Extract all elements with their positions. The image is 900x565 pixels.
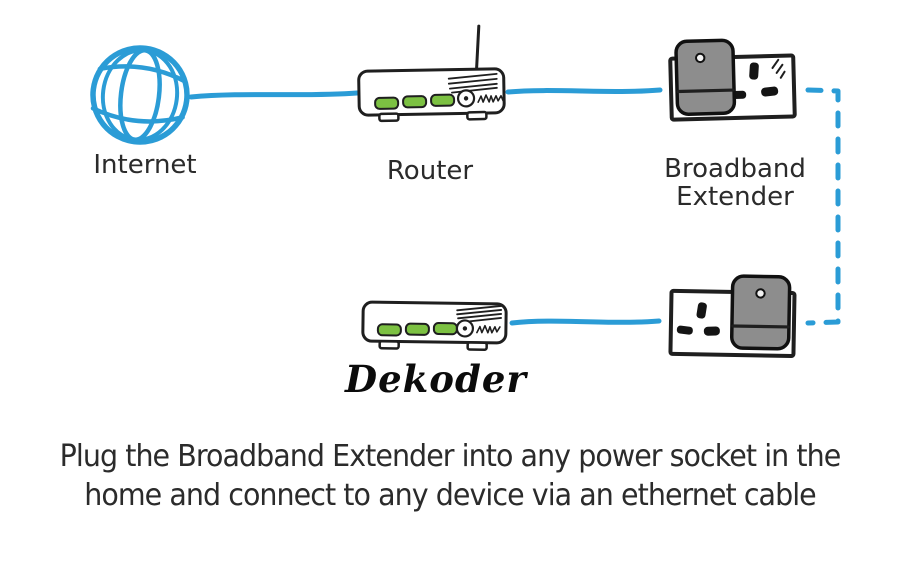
extender-led (755, 288, 766, 299)
internet-label: Internet (93, 150, 197, 180)
dekoder-led (432, 322, 458, 336)
router-scribble-text (477, 94, 504, 103)
dekoder-label: Dekoder (345, 357, 527, 401)
power-socket-extender-icon (668, 38, 797, 122)
caption-line1: Plug the Broadband Extender into any pow… (59, 439, 842, 474)
router-label: Router (386, 156, 474, 186)
dekoder-foot (466, 341, 488, 351)
extender-plug-body (674, 38, 737, 116)
socket-switch-marks (771, 58, 786, 79)
caption-line2: home and connect to any device via an et… (84, 478, 816, 513)
dekoder-foot (378, 340, 400, 350)
cable-internet-router (188, 90, 360, 100)
router-antenna (475, 24, 481, 71)
router-icon (357, 24, 506, 123)
router-vents (447, 72, 498, 94)
dekoder-vents (456, 305, 503, 324)
router-foot (378, 112, 400, 123)
cable-extender-to-socket-dashed (805, 87, 841, 326)
broadband-extender-label-line2: Extender (676, 182, 794, 213)
router-led (402, 95, 428, 109)
router-led (374, 96, 400, 110)
caption: Plug the Broadband Extender into any pow… (23, 437, 878, 515)
dekoder-led (376, 323, 402, 337)
cable-socket-dekoder (509, 318, 662, 326)
broadband-extender-label: Broadband Extender (650, 155, 820, 211)
power-socket-extender-icon-lower (668, 274, 797, 358)
extender-plug-body (729, 274, 792, 351)
cable-router-extender (505, 87, 663, 95)
broadband-extender-label-line1: Broadband (664, 154, 806, 184)
router-led (430, 93, 456, 107)
extender-led (695, 52, 706, 64)
router-foot (466, 110, 488, 121)
internet-globe-icon (90, 45, 190, 145)
set-top-box-icon (361, 300, 508, 351)
dekoder-scribble-text (476, 324, 501, 334)
dekoder-led (404, 322, 430, 336)
